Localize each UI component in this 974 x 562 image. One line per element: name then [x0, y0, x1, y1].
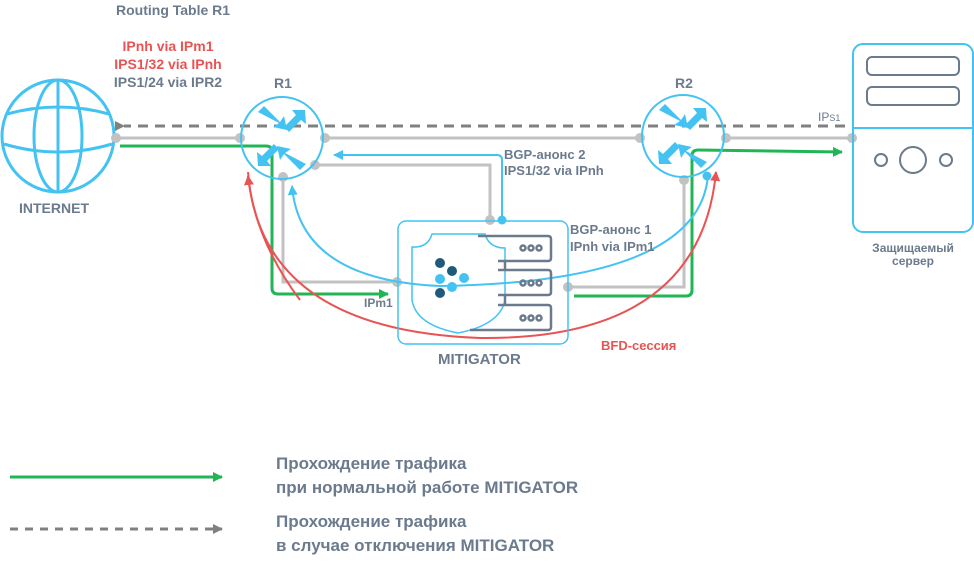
link-endpoints: [111, 133, 857, 292]
bgp2-label-line2: IPS1/32 via IPnh: [504, 163, 604, 178]
legend-bypass-line1: Прохождение трафика: [276, 512, 467, 531]
r1-label: R1: [274, 75, 292, 91]
bgp1-label-line1: BGP-анонс 1: [570, 222, 652, 237]
router-r1-icon[interactable]: [240, 96, 324, 180]
legend-bypass-line2: в случае отключения MITIGATOR: [276, 536, 555, 555]
globe-icon: [0, 78, 116, 194]
ips1-label: IPS1: [818, 110, 840, 124]
ipm1-label: IPm1: [364, 296, 393, 310]
legend-item-normal: Прохождение трафика при нормальной работ…: [276, 452, 578, 500]
routing-table-title: Routing Table R1: [116, 2, 231, 18]
normal-traffic-out: [574, 146, 843, 298]
routing-entry-3: IPS1/24 via IPR2: [113, 74, 223, 90]
bgp-announce-1-r1: [287, 185, 441, 287]
normal-traffic-in: [120, 144, 389, 299]
server-label-line1: Защищаемый: [872, 241, 954, 255]
bgp-announce-2: [333, 150, 503, 220]
router-r2-icon[interactable]: [641, 94, 725, 178]
bfd-label: BFD-сессия: [601, 338, 677, 353]
bgp-announce-1-r2: [439, 174, 709, 287]
physical-links: [116, 136, 852, 289]
server-label-line2: сервер: [892, 254, 934, 268]
routing-entry-2: IPS1/32 via IPnh: [114, 56, 222, 72]
ips1-prefix: IP: [818, 110, 830, 124]
legend-normal-line2: при нормальной работе MITIGATOR: [276, 478, 579, 497]
r2-label: R2: [675, 75, 693, 91]
mitigator-icon[interactable]: [397, 220, 569, 345]
routing-entry-1: IPnh via IPm1: [122, 38, 214, 54]
server-stack-icon: [470, 234, 553, 332]
legend-item-bypass: Прохождение трафика в случае отключения …: [276, 510, 554, 558]
internet-label: INTERNET: [19, 200, 89, 216]
mitigator-label: MITIGATOR: [438, 351, 521, 368]
bfd-session: [247, 171, 721, 340]
ips1-subscript: S1: [829, 113, 841, 123]
legend-normal-line1: Прохождение трафика: [276, 454, 467, 473]
server-icon[interactable]: [852, 43, 974, 233]
bgp2-label-line1: BGP-анонс 2: [504, 147, 586, 162]
dots-cluster: [435, 258, 457, 298]
bgp1-label-line2: IPnh via IPm1: [570, 239, 655, 254]
